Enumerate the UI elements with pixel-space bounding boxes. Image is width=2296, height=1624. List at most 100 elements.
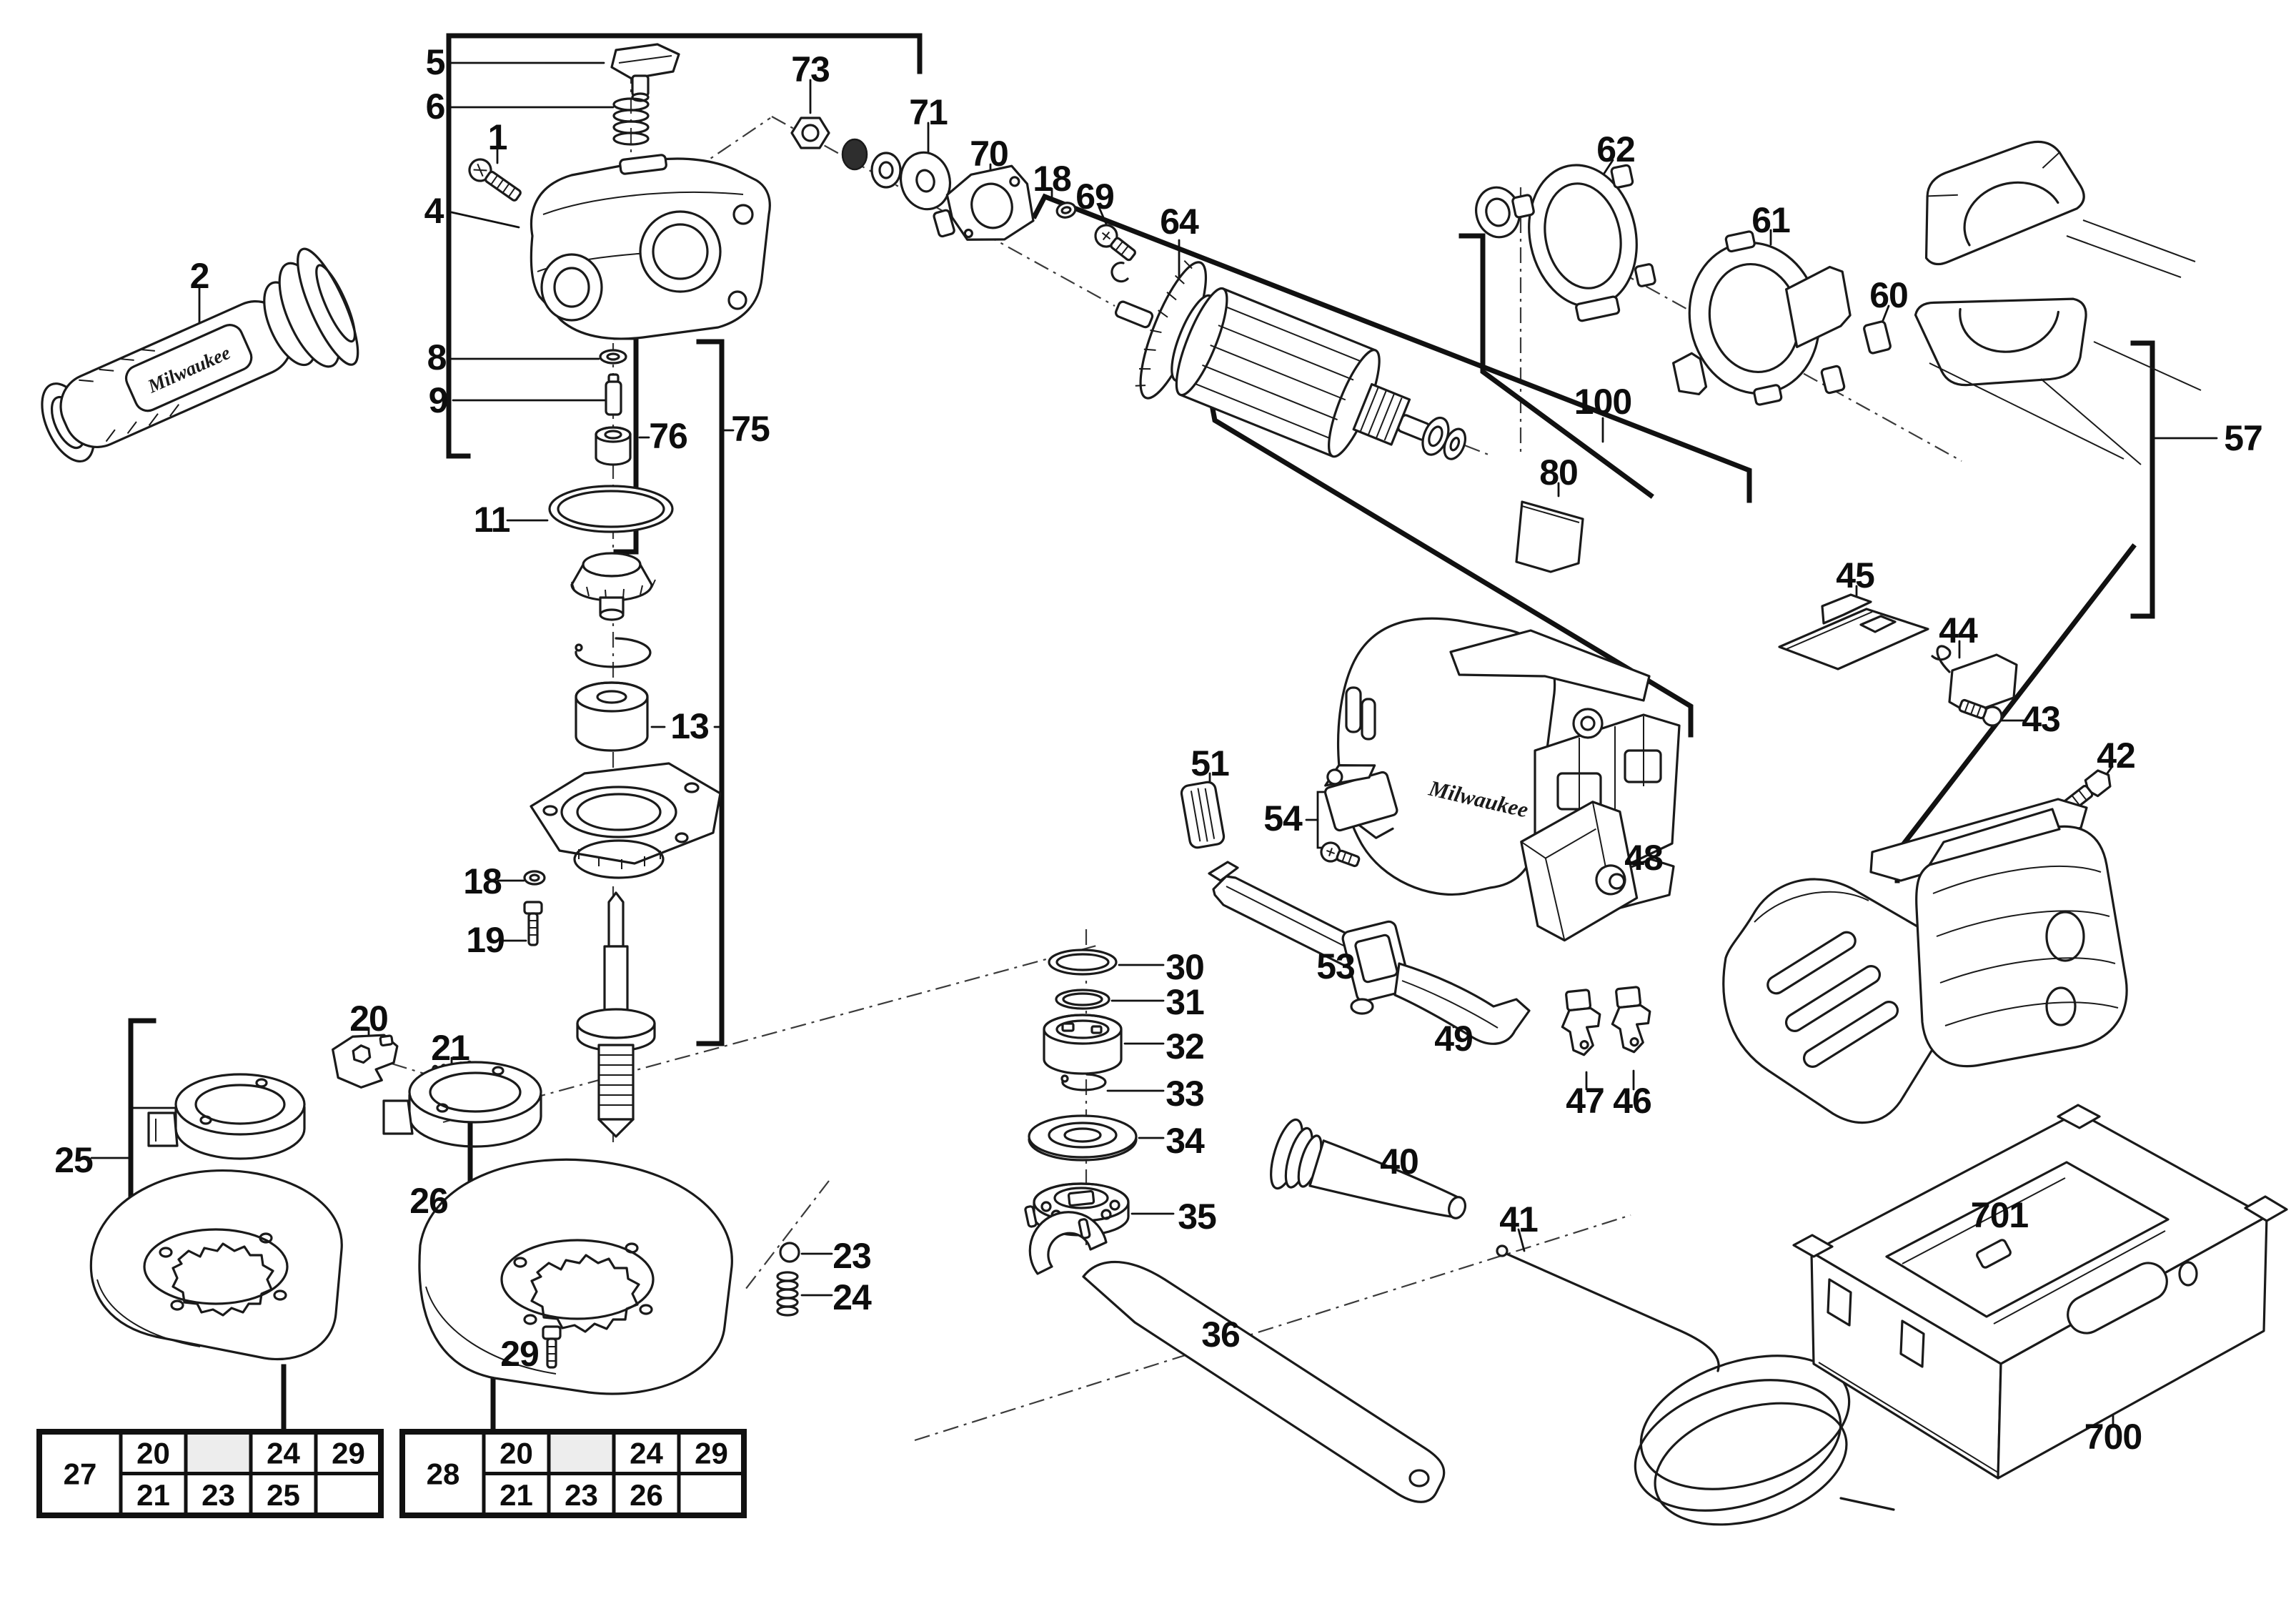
part-bushing-dark [841, 138, 868, 171]
part-label-60: 60 [1869, 275, 1908, 315]
part-label-30: 30 [1166, 947, 1204, 987]
part-snap-ring-33 [1061, 1073, 1107, 1091]
part-label-46: 46 [1613, 1081, 1651, 1121]
table-cell: 25 [267, 1478, 300, 1512]
part-label-51: 51 [1191, 743, 1229, 783]
part-label-75: 75 [731, 409, 770, 449]
table-key-28: 28 [427, 1457, 460, 1491]
part-label-42: 42 [2097, 736, 2135, 776]
part-oring-11 [548, 485, 674, 533]
part-clamp-lever-20 [332, 1034, 399, 1089]
part-brush-terminal-46 [1611, 986, 1651, 1054]
part-label-61: 61 [1751, 200, 1790, 240]
part-label-11: 11 [474, 500, 510, 540]
part-label-35: 35 [1178, 1197, 1216, 1237]
part-label-20: 20 [349, 999, 388, 1039]
part-label-2: 2 [190, 256, 209, 296]
part-label-62: 62 [1596, 129, 1635, 169]
part-side-handle: Milwaukee [41, 247, 359, 463]
part-retaining-ring [1110, 262, 1129, 283]
part-bearing-plate [530, 762, 722, 879]
part-bracket-70 [933, 164, 1035, 241]
part-label-70: 70 [970, 134, 1008, 174]
part-label-49: 49 [1434, 1019, 1473, 1059]
part-guard-25 [89, 1169, 343, 1361]
part-bushing-10 [595, 426, 632, 466]
part-label-54: 54 [1263, 798, 1303, 838]
part-armature-64 [1114, 260, 1467, 460]
part-pin-9 [605, 373, 622, 416]
part-label-33: 33 [1166, 1074, 1204, 1114]
part-cord-protector-40 [1270, 1118, 1467, 1219]
part-case-latch-701 [1976, 1239, 2012, 1269]
part-spring-6 [612, 97, 650, 146]
part-clamp-ring-25 [147, 1073, 306, 1160]
part-brush-terminal-47 [1561, 989, 1601, 1056]
part-wing-screw [610, 43, 680, 102]
part-label-29: 29 [500, 1334, 539, 1374]
part-label-71: 71 [909, 92, 948, 132]
part-label-32: 32 [1166, 1026, 1204, 1066]
part-gear-12 [570, 552, 656, 621]
part-screw-1 [468, 158, 522, 202]
part-label-18: 18 [1033, 159, 1071, 199]
part-motor-shell [1915, 808, 2128, 1068]
table-cell: 29 [695, 1436, 728, 1470]
part-label-45: 45 [1836, 555, 1874, 595]
part-label-47: 47 [1566, 1081, 1604, 1121]
part-label-73: 73 [791, 49, 830, 89]
part-label-24: 24 [833, 1277, 872, 1317]
part-switch-54 [1323, 764, 1398, 839]
part-label-19: 19 [466, 920, 505, 960]
part-label-13: 13 [670, 706, 709, 746]
part-label-701: 701 [1971, 1195, 2029, 1235]
table-cell: 24 [630, 1436, 663, 1470]
part-spring-24 [776, 1271, 799, 1317]
part-washer-71 [900, 151, 951, 211]
part-lever-49 [1341, 920, 1531, 1045]
part-inner-flange-34 [1028, 1114, 1138, 1162]
part-ring-31 [1055, 989, 1110, 1010]
table-key-27: 27 [64, 1457, 97, 1491]
part-label-53: 53 [1316, 946, 1355, 986]
part-spindle [576, 891, 656, 1138]
part-label-80: 80 [1539, 452, 1578, 492]
part-washer-8 [599, 349, 627, 365]
part-clamp-ring-26 [382, 1061, 542, 1148]
part-capacitor-44 [1931, 645, 2018, 715]
part-label-69: 69 [1075, 177, 1114, 217]
part-pad-60 [1820, 320, 1892, 395]
table-cell: 24 [267, 1436, 300, 1470]
part-label-36: 36 [1201, 1314, 1240, 1355]
part-baffle-61 [1672, 230, 1852, 406]
part-detent-cup-32 [1043, 1014, 1123, 1075]
table-cell: 21 [500, 1478, 533, 1512]
plate-edge-line [1521, 505, 1580, 523]
part-label-4: 4 [424, 191, 444, 231]
table-cell: 29 [332, 1436, 365, 1470]
part-label-44: 44 [1939, 610, 1978, 650]
part-field-coil-lower [1914, 297, 2087, 387]
part-label-43: 43 [2022, 699, 2060, 739]
part-switch-screw-54 [1320, 841, 1361, 868]
part-screw-29 [542, 1325, 562, 1369]
part-field-coil-upper [1924, 140, 2085, 266]
part-label-64: 64 [1160, 202, 1199, 242]
part-guard-26 [418, 1158, 733, 1395]
table-cell: 20 [500, 1436, 533, 1470]
part-label-9: 9 [429, 380, 448, 420]
part-ball-23 [779, 1242, 800, 1263]
snap-ring-33-eye [1060, 1074, 1069, 1083]
part-label-5: 5 [426, 42, 445, 82]
part-label-48: 48 [1624, 838, 1663, 878]
part-label-41: 41 [1499, 1199, 1538, 1239]
part-ring-30 [1048, 949, 1118, 976]
part-bearing-13 [575, 681, 649, 752]
part-label-57: 57 [2224, 418, 2262, 458]
part-bushing [870, 152, 902, 189]
part-name-plate-80 [1515, 500, 1584, 573]
